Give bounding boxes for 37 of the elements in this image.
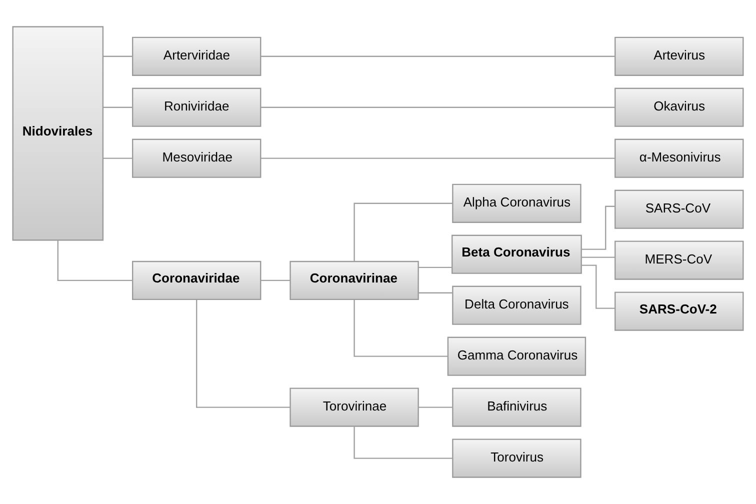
connector (418, 266, 452, 268)
node-box: SARS-CoV (614, 190, 744, 229)
connector (418, 292, 452, 294)
node-box: α-Mesonivirus (614, 138, 744, 178)
connector (196, 300, 290, 408)
node-box: Delta Coronavirus (452, 286, 582, 325)
connector (581, 256, 615, 258)
connector (260, 280, 290, 282)
connector (581, 206, 615, 250)
connector (260, 106, 615, 108)
node-box: Okavirus (614, 88, 744, 127)
connector (103, 56, 132, 57)
connector (354, 202, 453, 262)
node-box: Coronavirinae (290, 260, 419, 300)
node-box: Mesoviridae (132, 138, 262, 178)
node-box: SARS-CoV-2 (614, 292, 744, 331)
node-box: Roniviridae (132, 88, 262, 127)
connector (418, 406, 452, 408)
node-box: Beta Coronavirus (452, 234, 582, 274)
node-box: Coronaviridae (132, 260, 262, 300)
node-box: Torovirus (452, 438, 582, 478)
connector (354, 426, 453, 459)
node-box: Bafinivirus (452, 388, 582, 427)
connector (103, 158, 132, 159)
node-box: Torovirinae (290, 388, 419, 427)
connector (260, 158, 615, 159)
connector (582, 264, 615, 309)
connector (103, 106, 132, 108)
connector (260, 56, 615, 57)
node-box: Gamma Coronavirus (447, 336, 586, 376)
node-box: Alpha Coronavirus (452, 184, 582, 223)
connector (354, 300, 448, 357)
connector (57, 240, 133, 282)
node-box: Nidovirales (12, 26, 104, 241)
node-box: Arterviridae (132, 36, 262, 76)
node-box: Artevirus (614, 36, 744, 76)
node-box: MERS-CoV (614, 240, 744, 280)
